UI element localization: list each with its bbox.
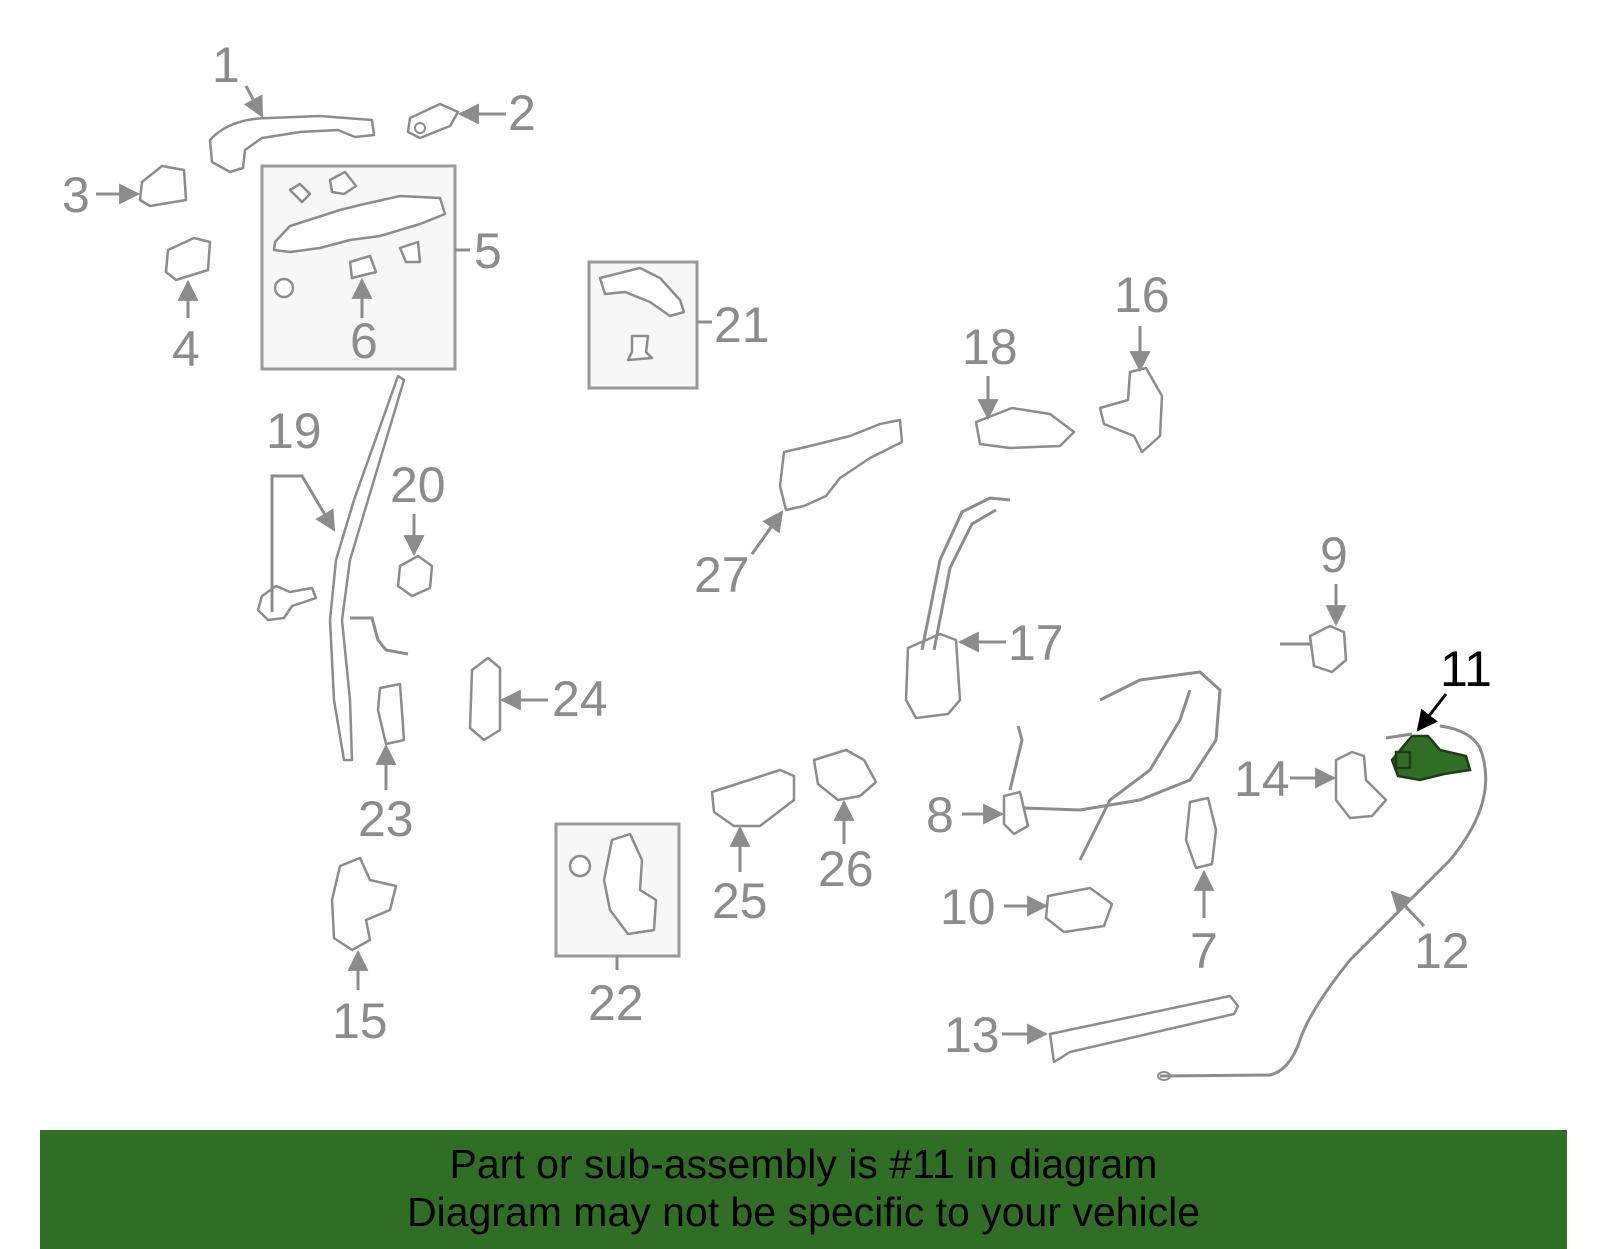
callout-18: 18 bbox=[962, 319, 1018, 375]
callout-12: 12 bbox=[1414, 923, 1470, 979]
callout-8: 8 bbox=[926, 787, 954, 843]
callout-2: 2 bbox=[508, 85, 536, 141]
part-20-plug bbox=[396, 554, 434, 598]
banner-line-1: Part or sub-assembly is #11 in diagram bbox=[449, 1141, 1158, 1187]
part-12-cable bbox=[1159, 747, 1488, 1078]
callout-17: 17 bbox=[1008, 615, 1064, 671]
part-5-frame bbox=[272, 194, 447, 254]
part-11-inside-handle bbox=[1390, 734, 1472, 782]
info-banner: Part or sub-assembly is #11 in diagram D… bbox=[40, 1130, 1567, 1249]
part-25-bracket bbox=[710, 768, 796, 828]
part-4-gasket bbox=[164, 236, 212, 282]
callout-25: 25 bbox=[712, 873, 768, 929]
callout-14: 14 bbox=[1234, 751, 1290, 807]
part-13-trim bbox=[1048, 994, 1240, 1064]
part-1-outer-handle bbox=[208, 114, 376, 174]
part-22-hinge bbox=[602, 832, 658, 936]
banner-line-2: Diagram may not be specific to your vehi… bbox=[406, 1189, 1200, 1235]
callout-16: 16 bbox=[1114, 267, 1170, 323]
part-9-switch bbox=[1308, 624, 1348, 674]
part-19-channel bbox=[328, 374, 406, 762]
callout-21: 21 bbox=[714, 297, 770, 353]
callout-6: 6 bbox=[350, 313, 378, 369]
callout-22: 22 bbox=[588, 975, 644, 1031]
part-18-striker bbox=[974, 406, 1076, 450]
part-21-bracket bbox=[598, 266, 686, 318]
part-23-guide bbox=[376, 682, 406, 746]
part-3-cover bbox=[138, 164, 188, 208]
callout-23: 23 bbox=[358, 791, 414, 847]
part-19-clip bbox=[256, 584, 318, 622]
part-7-latch bbox=[1184, 796, 1218, 870]
callout-20: 20 bbox=[390, 457, 446, 513]
part-6-pad bbox=[348, 254, 378, 280]
part-17-regulator bbox=[904, 632, 962, 720]
leader-11 bbox=[1416, 693, 1448, 732]
callout-3: 3 bbox=[62, 167, 90, 223]
callout-24: 24 bbox=[552, 671, 608, 727]
part-24-plate bbox=[468, 656, 502, 742]
callout-13: 13 bbox=[944, 1007, 1000, 1063]
callout-19: 19 bbox=[266, 403, 322, 459]
leader-1 bbox=[243, 85, 264, 118]
callout-4: 4 bbox=[172, 321, 200, 377]
callout-15: 15 bbox=[332, 993, 388, 1049]
part-15-hinge bbox=[330, 856, 398, 952]
part-2-cap bbox=[406, 102, 460, 140]
callout-5: 5 bbox=[474, 223, 502, 279]
part-26-bracket bbox=[812, 748, 878, 802]
callout-9: 9 bbox=[1320, 527, 1348, 583]
part-16-bracket bbox=[1098, 366, 1164, 454]
callout-10: 10 bbox=[940, 879, 996, 935]
leader-27 bbox=[750, 510, 784, 555]
leader-12 bbox=[1390, 890, 1426, 928]
callout-11: 11 bbox=[1440, 641, 1492, 697]
part-10-lock bbox=[1044, 886, 1114, 934]
callout-26: 26 bbox=[818, 841, 874, 897]
part-27-frame bbox=[778, 418, 904, 512]
callout-7: 7 bbox=[1190, 923, 1218, 979]
part-14-cover bbox=[1334, 750, 1388, 820]
leader-19 bbox=[270, 474, 336, 612]
part-8-actuator bbox=[1002, 790, 1030, 836]
callout-27: 27 bbox=[694, 547, 750, 603]
callout-1: 1 bbox=[212, 37, 240, 93]
